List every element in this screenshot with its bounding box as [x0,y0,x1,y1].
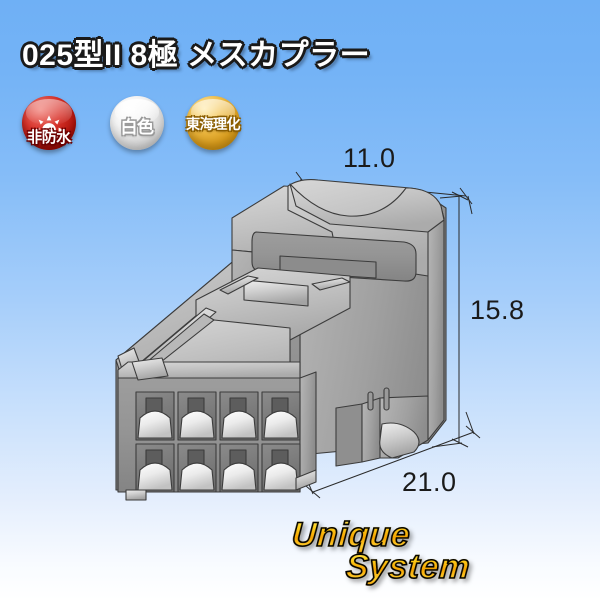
cavity [177,391,217,441]
side-rail-upper [129,307,217,379]
dimension-label-depth: 21.0 [402,467,457,497]
housing-hood-side [427,215,445,441]
badge-non-waterproof: 非防水 [22,96,76,150]
lock-lever-front [195,331,291,369]
latch-block-front [231,249,339,301]
sun-icon [34,115,64,145]
cavity [219,443,259,493]
badge-non-waterproof-label: 非防水 [27,129,71,146]
housing-front-face [115,204,301,491]
keying-rib [335,403,363,467]
front-rail [127,379,289,421]
cavity-grid [135,391,301,493]
page-title: 025型II 8極 メスカプラー [22,39,371,72]
guide-recess [131,357,169,381]
bottom-foot-left [125,489,147,501]
cavity [261,391,301,441]
rear-shell-lower [379,395,429,459]
watermark-logo: Unique System [290,515,562,590]
cavity [135,391,175,441]
lock-lever-rib [243,279,309,307]
dimension-label-height: 15.8 [470,295,525,325]
left-shoulder-fin [117,347,141,377]
lock-lever [195,267,351,341]
hood-aperture [251,231,417,282]
hood-arch [289,183,445,233]
badge-color-white-label: 白色 [120,118,155,137]
hood-aperture-opening [279,255,377,279]
dimension-lines [294,171,481,499]
keying-rib-side [361,397,381,463]
watermark-line-2: System [344,547,472,587]
latch-block-top [231,185,429,261]
badge-maker-label: 東海理化 [186,116,241,132]
alignment-pins [367,387,390,411]
dimension-label-width: 11.0 [343,143,396,173]
cavity-block-top [117,361,301,379]
lock-lever-edge-left [219,275,259,295]
cavity [135,443,175,493]
bottom-foot-right [295,469,317,491]
rear-foot [379,422,420,459]
cavity [177,443,217,493]
cavity [219,391,259,441]
cavity [261,443,301,493]
housing-hood [287,179,445,277]
cavity-block-right [299,371,317,479]
lock-lever-edge-right [311,277,351,291]
housing-top-chamfer [115,204,301,379]
front-deck [127,319,291,401]
cavity-block-face [117,377,301,493]
side-rail-shadow [127,313,215,387]
badge-maker: 東海理化 [186,96,241,150]
housing-right-face [299,195,447,456]
badge-color-white: 白色 [110,96,164,150]
